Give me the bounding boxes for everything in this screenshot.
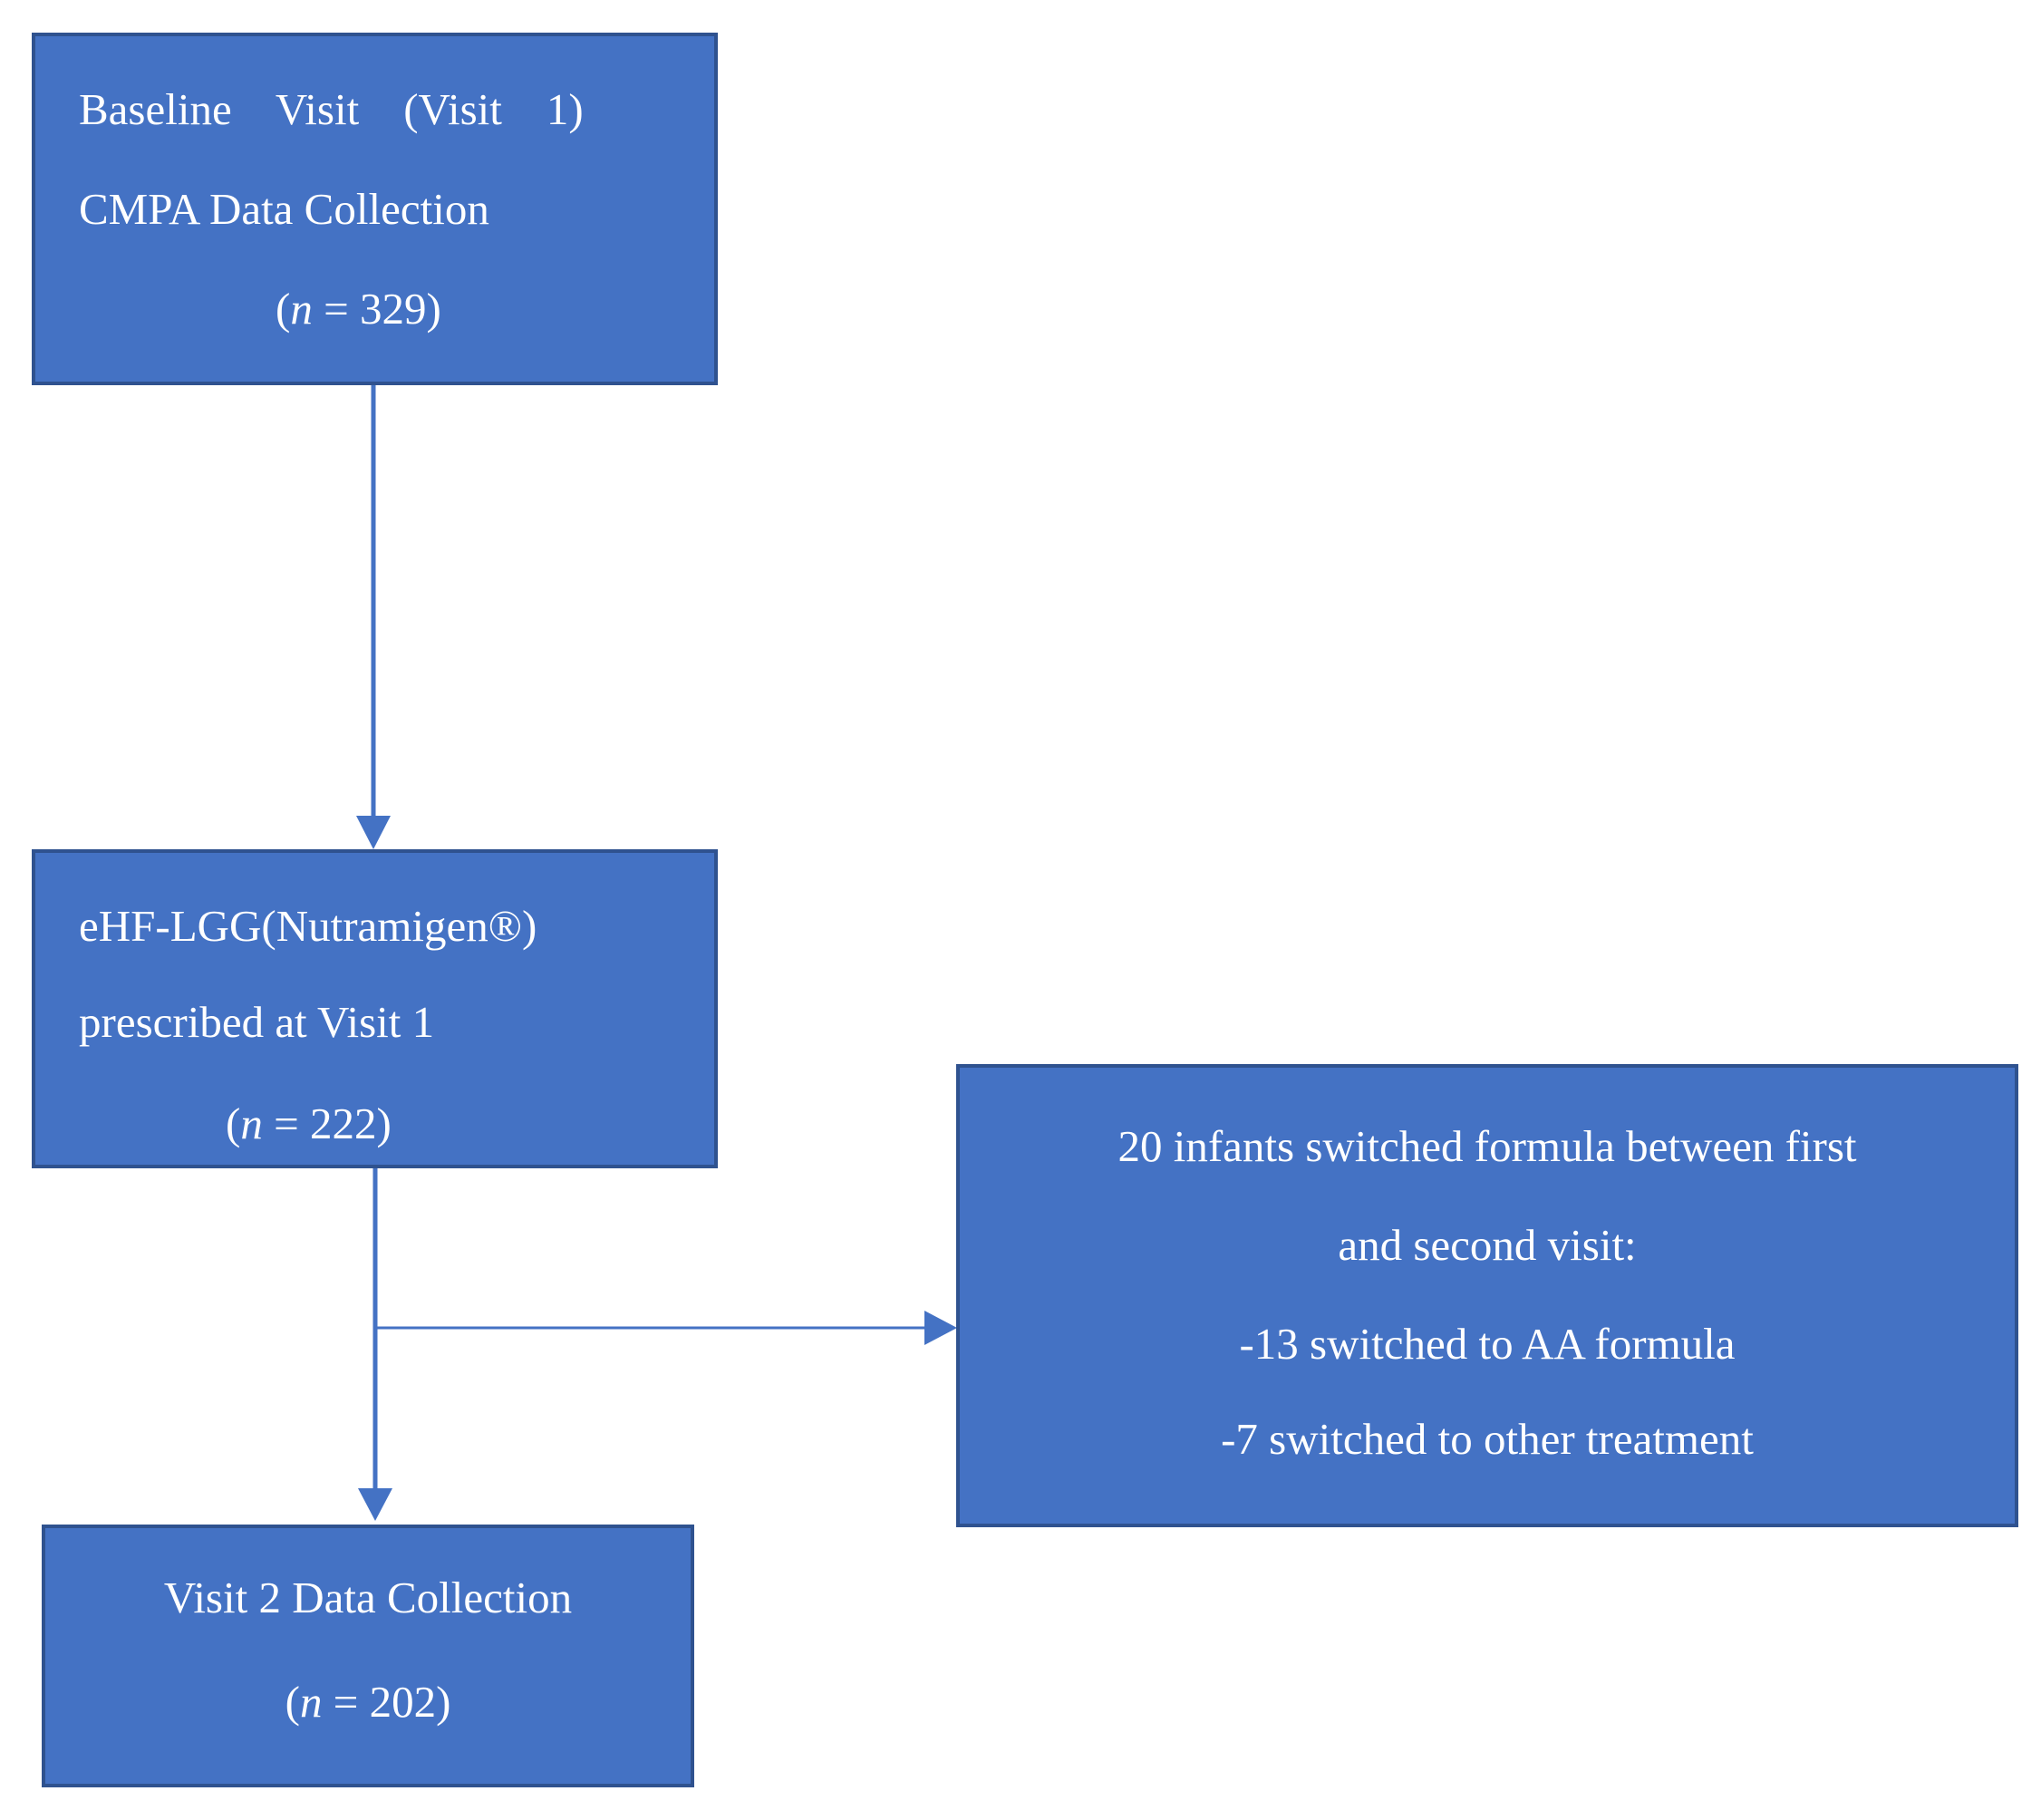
prescribed-count: (n = 222) bbox=[226, 1098, 392, 1149]
arrow-prescribed-to-visit2 bbox=[358, 1167, 392, 1521]
paren: ( bbox=[276, 284, 291, 334]
switched-line-2: and second visit: bbox=[1338, 1220, 1637, 1270]
prescribed-subtitle: prescribed at Visit 1 bbox=[79, 997, 435, 1047]
visit2-count: (n = 202) bbox=[45, 1676, 691, 1728]
baseline-visit-box: Baseline Visit (Visit 1) CMPA Data Colle… bbox=[32, 33, 718, 385]
switched-line-4: -7 switched to other treatment bbox=[1221, 1414, 1754, 1464]
baseline-title: Baseline Visit (Visit 1) bbox=[79, 84, 584, 134]
switched-line-3: -13 switched to AA formula bbox=[1239, 1319, 1736, 1369]
count-value: = 202) bbox=[322, 1677, 451, 1727]
switched-formula-box: 20 infants switched formula between firs… bbox=[956, 1064, 2018, 1527]
paren: ( bbox=[285, 1677, 300, 1727]
baseline-count: (n = 329) bbox=[276, 283, 441, 334]
n-symbol: n bbox=[240, 1099, 263, 1148]
switched-line-1: 20 infants switched formula between firs… bbox=[1117, 1121, 1857, 1171]
prescribed-box: eHF-LGG(Nutramigen®) prescribed at Visit… bbox=[32, 849, 718, 1168]
visit2-title: Visit 2 Data Collection bbox=[163, 1573, 573, 1622]
count-value: = 329) bbox=[312, 284, 441, 334]
arrow-to-switched bbox=[375, 1311, 957, 1345]
arrow-baseline-to-prescribed bbox=[356, 384, 391, 849]
count-value: = 222) bbox=[262, 1099, 392, 1148]
n-symbol: n bbox=[290, 284, 313, 334]
prescribed-title: eHF-LGG(Nutramigen®) bbox=[79, 901, 537, 951]
visit2-box: Visit 2 Data Collection (n = 202) bbox=[42, 1525, 694, 1787]
paren: ( bbox=[226, 1099, 241, 1148]
n-symbol: n bbox=[299, 1677, 323, 1727]
baseline-subtitle: CMPA Data Collection bbox=[79, 184, 489, 234]
